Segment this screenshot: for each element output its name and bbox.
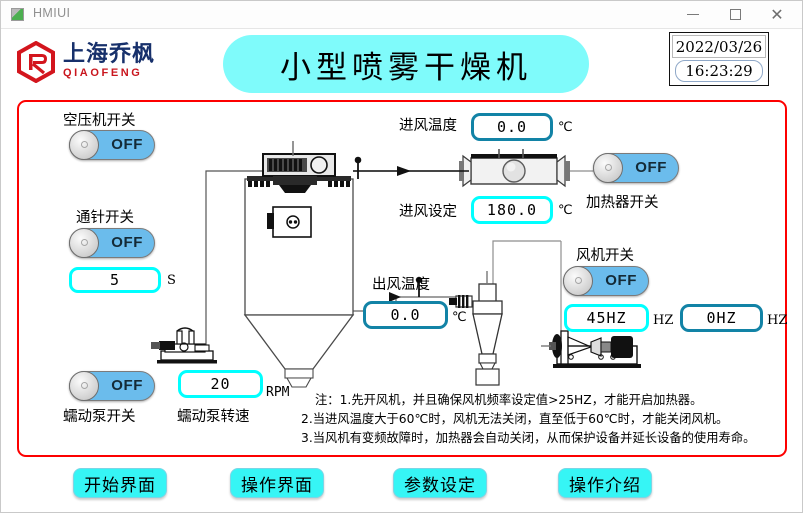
logo-text: 上海乔枫 QIAOFENG xyxy=(63,44,155,80)
peristaltic-pump-switch[interactable]: OFF xyxy=(69,371,155,401)
note-line-2: 2.当进风温度大于60℃时，风机无法关闭，直至低于60℃时，才能关闭风机。 xyxy=(301,412,729,426)
fan-frequency-actual: 0HZ xyxy=(680,304,763,332)
pump-speed-unit: RPM xyxy=(266,385,290,400)
app-icon xyxy=(11,8,24,21)
outlet-temp-unit: ℃ xyxy=(452,310,467,325)
nav-intro-button[interactable]: 操作介绍 xyxy=(558,468,652,498)
note-line-3: 3.当风机有变频故障时，加热器会自动关闭，从而保护设备并延长设备的使用寿命。 xyxy=(301,431,756,445)
page-title: 小型喷雾干燥机 xyxy=(223,35,589,93)
date-text: 2022/03/26 xyxy=(672,35,766,58)
window-controls: ✕ xyxy=(672,1,798,28)
fan-frequency-actual-unit: HZ xyxy=(767,313,788,328)
company-logo: 上海乔枫 QIAOFENG xyxy=(15,39,165,85)
air-compressor-switch[interactable]: OFF xyxy=(69,130,155,160)
nav-intro-label: 操作介绍 xyxy=(569,475,641,496)
peristaltic-pump-state: OFF xyxy=(111,377,143,394)
page-title-text: 小型喷雾干燥机 xyxy=(280,49,532,86)
air-compressor-label: 空压机开关 xyxy=(63,113,136,129)
nav-operation-screen-button[interactable]: 操作界面 xyxy=(230,468,324,498)
fan-state: OFF xyxy=(605,272,637,289)
close-icon: ✕ xyxy=(770,6,784,24)
nav-start-screen-button[interactable]: 开始界面 xyxy=(73,468,167,498)
datetime-display: 2022/03/26 16:23:29 xyxy=(669,32,769,86)
inlet-set-label: 进风设定 xyxy=(399,204,457,220)
air-compressor-state: OFF xyxy=(111,136,143,153)
window-title: HMIUI xyxy=(33,6,71,20)
inlet-temp-label: 进风温度 xyxy=(399,118,457,134)
heater-label: 加热器开关 xyxy=(586,195,659,211)
logo-company-cn: 上海乔枫 xyxy=(63,42,156,67)
process-frame xyxy=(17,100,787,457)
pump-speed-label: 蠕动泵转速 xyxy=(177,409,250,425)
logo-hexagon-icon xyxy=(15,41,57,83)
nav-parameters-label: 参数设定 xyxy=(404,475,476,496)
toggle-knob-icon xyxy=(563,266,593,296)
toggle-knob-icon xyxy=(69,371,99,401)
outlet-temp-value: 0.0 xyxy=(363,301,448,329)
toggle-knob-icon xyxy=(69,130,99,160)
needle-interval-input[interactable]: 5 xyxy=(69,267,161,293)
note-line-1: 注：1.先开风机，并且确保风机频率设定值>25HZ，才能开启加热器。 xyxy=(315,393,703,407)
nav-start-screen-label: 开始界面 xyxy=(84,475,156,496)
inlet-set-unit: ℃ xyxy=(558,203,573,218)
heater-state: OFF xyxy=(635,159,667,176)
fan-frequency-set-unit: HZ xyxy=(653,313,674,328)
toggle-knob-icon xyxy=(593,153,623,183)
maximize-icon xyxy=(729,9,741,20)
toggle-knob-icon xyxy=(69,228,99,258)
needle-switch-state: OFF xyxy=(111,234,143,251)
minimize-icon xyxy=(687,13,699,16)
inlet-set-input[interactable]: 180.0 xyxy=(471,196,553,224)
needle-switch-label: 通针开关 xyxy=(76,210,134,226)
pump-speed-input[interactable]: 20 xyxy=(178,370,263,398)
peristaltic-pump-label: 蠕动泵开关 xyxy=(63,409,136,425)
fan-switch[interactable]: OFF xyxy=(563,266,649,296)
inlet-temp-unit: ℃ xyxy=(558,120,573,135)
nav-parameters-button[interactable]: 参数设定 xyxy=(393,468,487,498)
minimize-button[interactable] xyxy=(672,1,714,28)
window-titlebar: HMIUI ✕ xyxy=(1,1,802,29)
close-button[interactable]: ✕ xyxy=(756,1,798,28)
fan-frequency-input[interactable]: 45HZ xyxy=(564,304,649,332)
maximize-button[interactable] xyxy=(714,1,756,28)
time-text: 16:23:29 xyxy=(675,60,763,82)
inlet-temp-value: 0.0 xyxy=(471,113,553,141)
needle-interval-unit: S xyxy=(167,273,176,288)
fan-switch-label: 风机开关 xyxy=(576,248,634,264)
outlet-temp-label: 出风温度 xyxy=(372,277,430,293)
heater-switch[interactable]: OFF xyxy=(593,153,679,183)
needle-switch[interactable]: OFF xyxy=(69,228,155,258)
nav-operation-screen-label: 操作界面 xyxy=(241,475,313,496)
logo-company-en: QIAOFENG xyxy=(63,67,143,79)
